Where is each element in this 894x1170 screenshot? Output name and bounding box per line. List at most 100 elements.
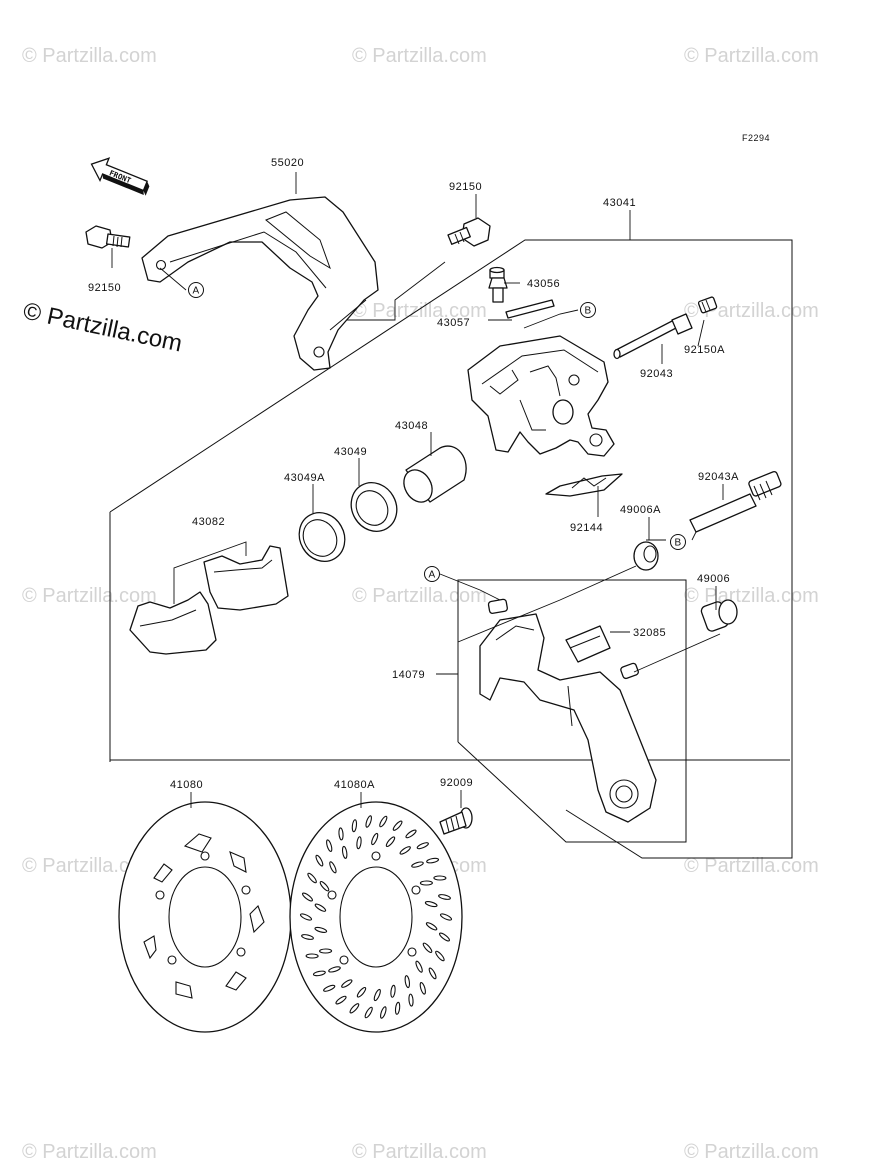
- disc-slot: [305, 953, 319, 959]
- ref-marker-b: B: [580, 302, 596, 318]
- disc-slot: [319, 880, 330, 892]
- part-label[interactable]: 92043A: [698, 471, 739, 483]
- front-arrow-icon: FRONT: [90, 157, 150, 196]
- disc-slot: [351, 819, 358, 833]
- part-label[interactable]: 92150: [449, 181, 482, 193]
- disc-slot: [394, 1001, 401, 1015]
- disc-slot: [371, 832, 379, 846]
- boot-49006a: [633, 541, 659, 571]
- disc-slot: [433, 875, 447, 881]
- disc-slot: [419, 880, 433, 886]
- bolt-92150-top: [447, 217, 491, 247]
- disc-slot: [425, 922, 438, 931]
- disc-slot: [307, 872, 317, 884]
- part-label[interactable]: 43056: [527, 278, 560, 290]
- plug-92150a: [697, 296, 718, 314]
- disc-slot: [299, 913, 313, 921]
- disc-slot: [302, 892, 313, 902]
- disc-slot: [323, 984, 336, 992]
- bolt-92150-left: [85, 225, 131, 249]
- part-label[interactable]: 43048: [395, 420, 428, 432]
- part-label[interactable]: 43049A: [284, 472, 325, 484]
- part-label[interactable]: 14079: [392, 669, 425, 681]
- svg-text:B: B: [675, 538, 682, 549]
- brake-pads-43082: [129, 541, 289, 655]
- disc-slot: [415, 960, 423, 973]
- ref-marker-a: A: [424, 566, 440, 582]
- disc-41080: [118, 801, 292, 1033]
- disc-slot: [399, 846, 411, 855]
- boot-49006: [700, 599, 738, 632]
- disc-slot: [385, 836, 396, 848]
- part-label[interactable]: 43082: [192, 516, 225, 528]
- watermark: © Partzilla.com: [22, 855, 157, 877]
- watermark: © Partzilla.com: [352, 1141, 487, 1163]
- disc-slot: [314, 926, 328, 933]
- disc-slot: [416, 842, 429, 850]
- disc-slot: [438, 894, 451, 900]
- part-label[interactable]: 43049: [334, 446, 367, 458]
- disc-slot: [405, 829, 417, 839]
- spring-92144: [545, 473, 623, 497]
- watermark: © Partzilla.com: [684, 855, 819, 877]
- part-label[interactable]: 92144: [570, 522, 603, 534]
- disc-slot: [314, 903, 327, 912]
- part-label[interactable]: 92009: [440, 777, 473, 789]
- disc-slot: [365, 815, 372, 828]
- disc-slot: [411, 861, 424, 868]
- disc-slot: [408, 993, 414, 1007]
- disc-41080a: [289, 801, 463, 1033]
- cap-43057: [505, 299, 555, 319]
- part-label[interactable]: 43057: [437, 317, 470, 329]
- disc-slot: [439, 932, 450, 942]
- leader-lines: [111, 172, 724, 808]
- disc-slot: [439, 913, 453, 921]
- disc-slot: [424, 901, 438, 908]
- disc-slot: [426, 857, 440, 864]
- part-label[interactable]: 32085: [633, 627, 666, 639]
- disc-slot: [390, 984, 396, 998]
- part-label[interactable]: 49006A: [620, 504, 661, 516]
- part-label[interactable]: 41080A: [334, 779, 375, 791]
- watermark: © Partzilla.com: [22, 1141, 157, 1163]
- part-label[interactable]: 92150A: [684, 344, 725, 356]
- screw-92009: [439, 807, 473, 835]
- diagram-code: F2294: [742, 133, 770, 143]
- disc-slot: [312, 970, 326, 977]
- bracket-outline: [457, 579, 687, 843]
- disc-slot: [326, 839, 333, 853]
- brake-guard-55020: [141, 196, 379, 371]
- seal-43049a: [298, 512, 346, 562]
- svg-text:A: A: [429, 570, 436, 581]
- disc-slot: [422, 942, 433, 954]
- piston-43048: [403, 445, 467, 503]
- disc-slot: [328, 966, 341, 973]
- disc-slot: [349, 1003, 360, 1014]
- watermark: © Partzilla.com: [352, 585, 487, 607]
- disc-slot: [356, 836, 362, 850]
- watermark: © Partzilla.com: [352, 45, 487, 67]
- bracket-14079: [479, 598, 657, 823]
- watermark: © Partzilla.com: [22, 585, 157, 607]
- part-label[interactable]: 92150: [88, 282, 121, 294]
- part-label[interactable]: 43041: [603, 197, 636, 209]
- watermark-large: © Partzilla.com: [21, 297, 185, 357]
- disc-slot: [335, 995, 347, 1005]
- disc-slot: [301, 934, 314, 940]
- part-labels: 55020 92150 92150 43041 43056 43057 9215…: [88, 157, 739, 791]
- part-label[interactable]: 55020: [271, 157, 304, 169]
- disc-slot: [380, 1006, 387, 1019]
- disc-slot: [404, 975, 411, 989]
- pin-92043: [613, 313, 693, 360]
- part-label[interactable]: 49006: [697, 573, 730, 585]
- disc-slot: [373, 988, 381, 1002]
- ref-marker-b: B: [670, 534, 686, 550]
- watermark: © Partzilla.com: [352, 300, 487, 322]
- part-label[interactable]: 92043: [640, 368, 673, 380]
- part-label[interactable]: 41080: [170, 779, 203, 791]
- svg-text:B: B: [585, 306, 592, 317]
- disc-slot: [435, 950, 445, 962]
- watermark: © Partzilla.com: [684, 45, 819, 67]
- disc-slot: [315, 854, 324, 867]
